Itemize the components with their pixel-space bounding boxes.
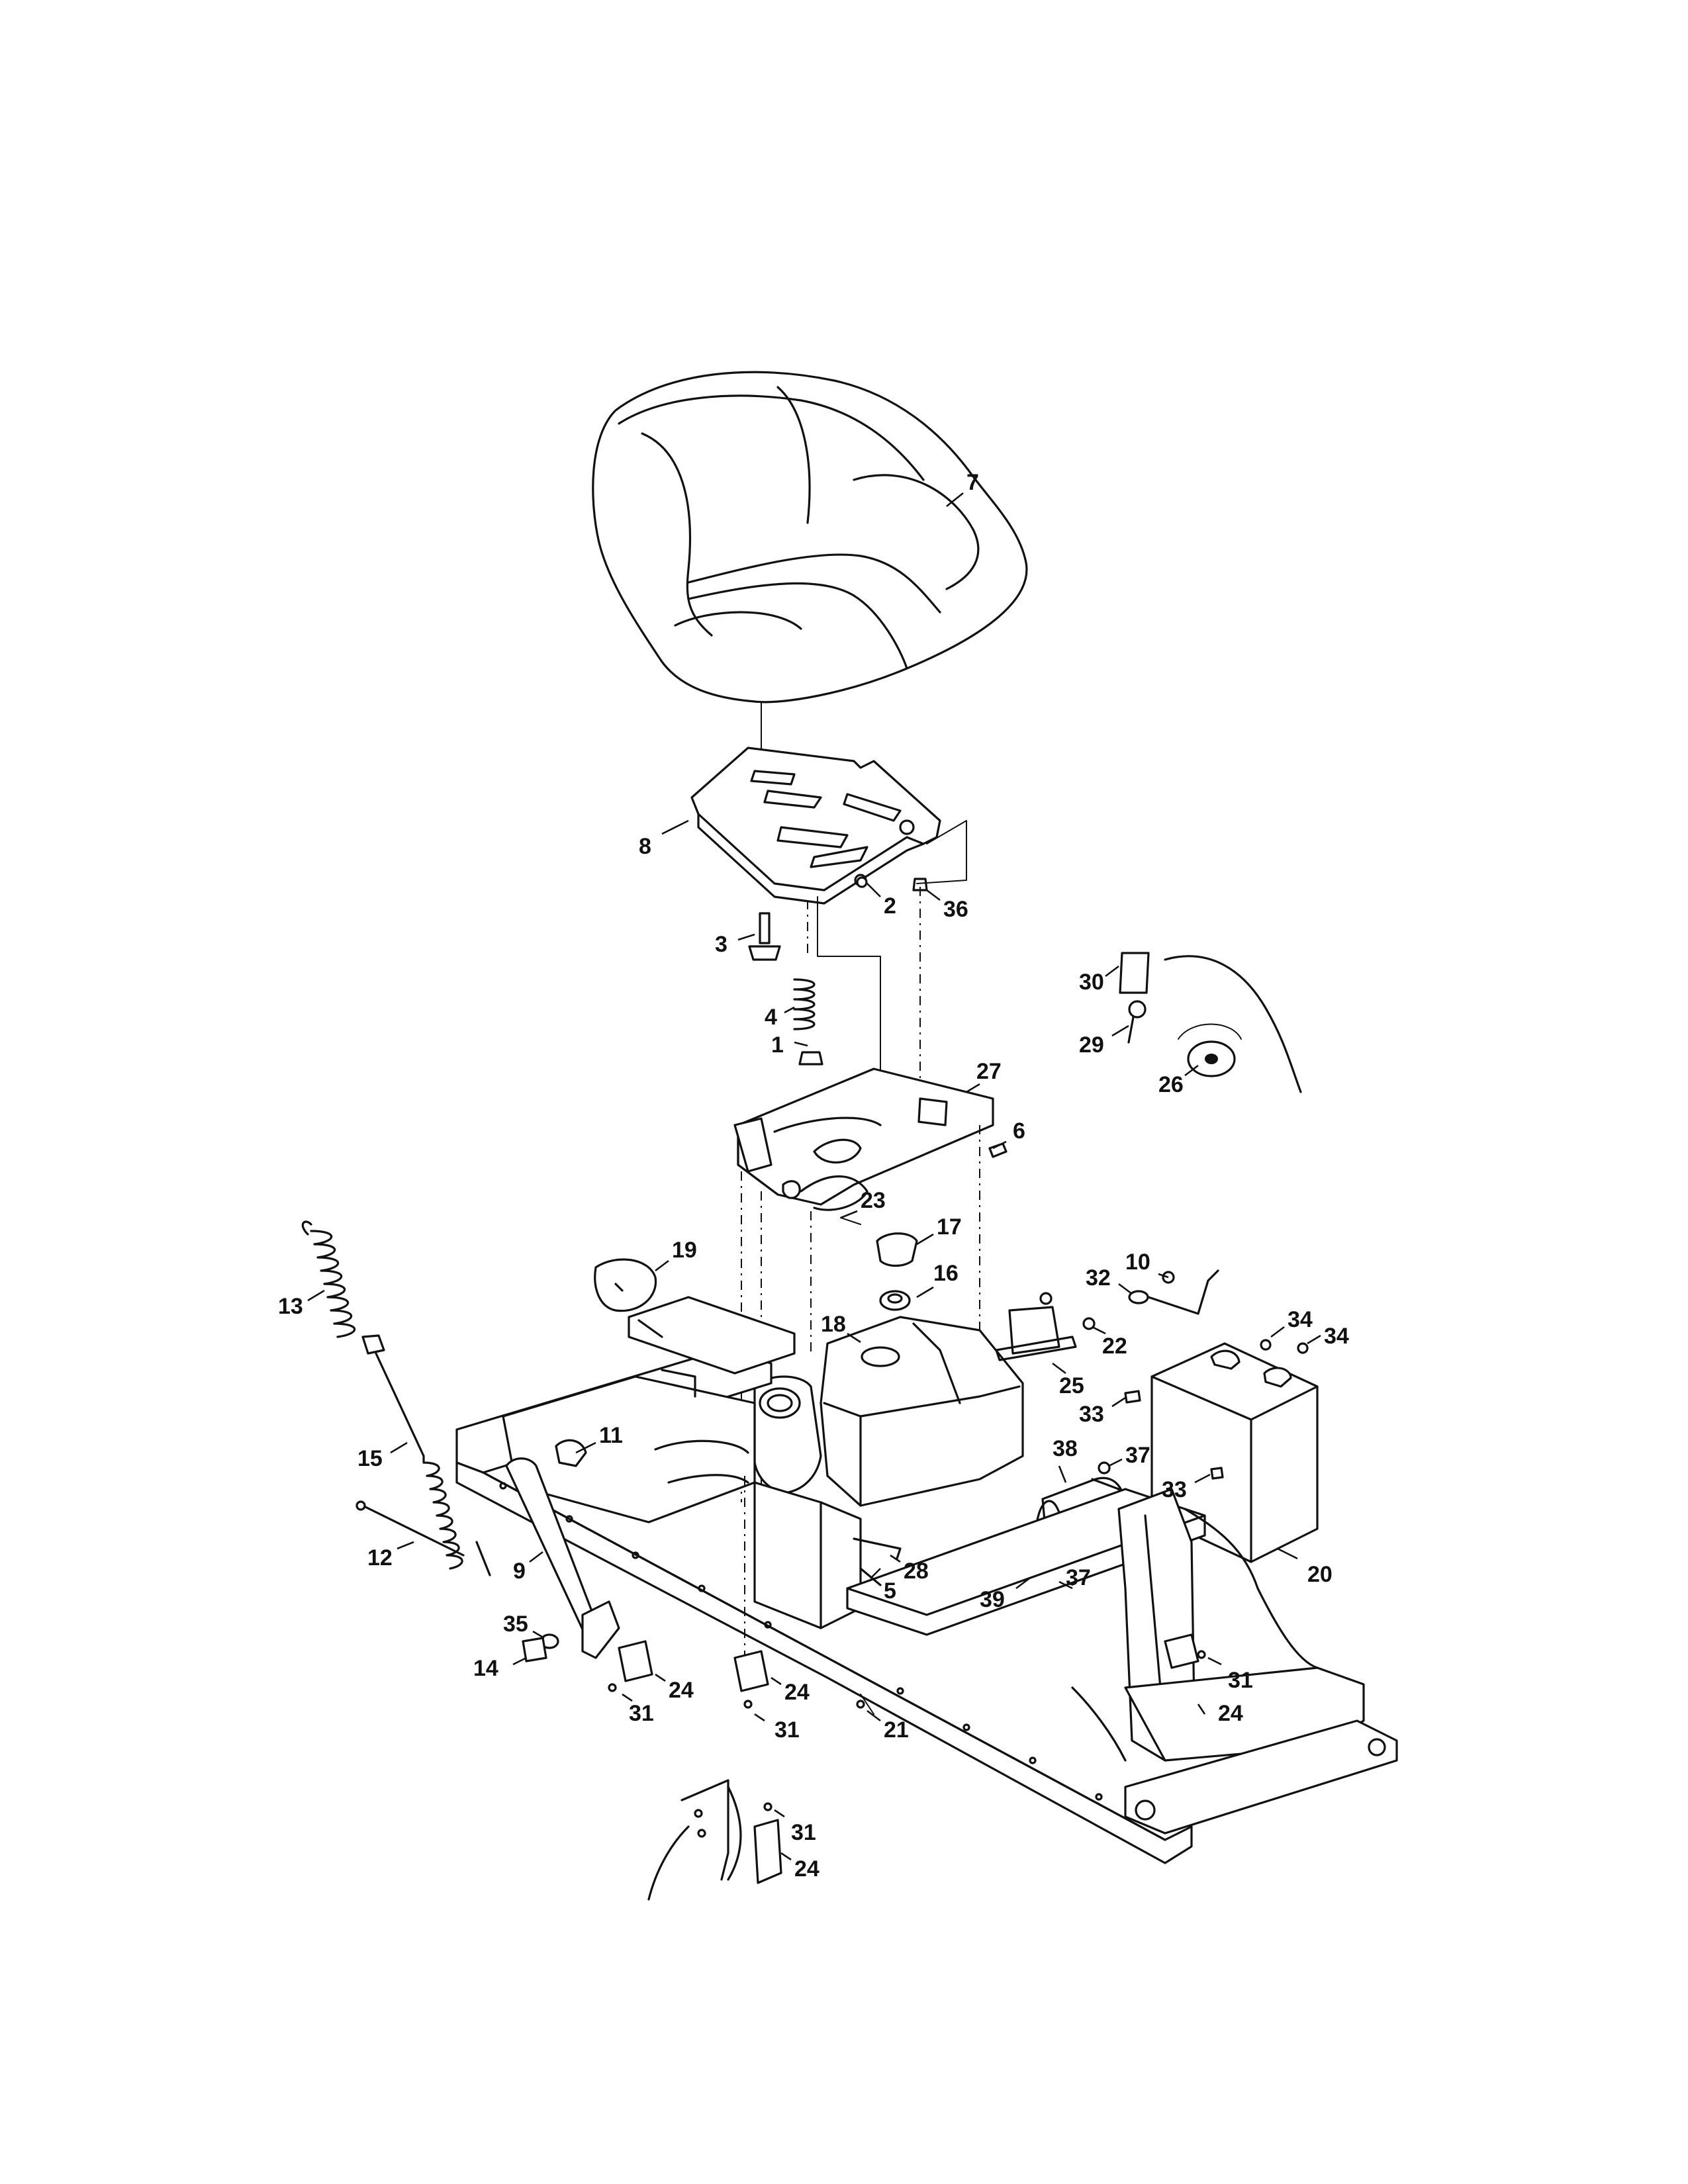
seat-pan [690,747,941,953]
callout-26: 26 [1158,1072,1184,1097]
callout-8: 8 [639,834,651,859]
inset-detail [647,1779,782,1901]
callout-35: 35 [503,1612,528,1637]
callout-16: 16 [933,1261,959,1286]
callout-1: 1 [771,1032,784,1058]
callout-5: 5 [884,1578,896,1604]
callout-28: 28 [904,1559,929,1584]
callout-24c: 24 [1218,1701,1243,1726]
callout-37a: 37 [1125,1443,1150,1468]
battery [1124,1339,1319,1563]
fuel-filler-neck [753,1375,822,1494]
callout-labels: 1 2 3 4 5 6 7 8 9 10 11 12 13 14 15 16 1 [278,470,1349,1882]
callout-33a: 33 [1079,1402,1104,1427]
callout-19: 19 [672,1238,697,1263]
callout-31d: 31 [791,1820,816,1845]
callout-39: 39 [980,1587,1005,1612]
callout-17: 17 [937,1214,962,1240]
callout-24d: 24 [794,1856,820,1882]
callout-13: 13 [278,1294,303,1319]
main-frame [455,1296,1398,1864]
brake-cable-assembly [301,1220,491,1576]
callout-3: 3 [715,932,727,957]
callout-34b: 34 [1324,1324,1349,1349]
callout-32: 32 [1086,1265,1111,1291]
callout-24a: 24 [669,1678,694,1703]
callout-25: 25 [1059,1373,1084,1398]
callout-29: 29 [1079,1032,1104,1058]
callout-11: 11 [599,1423,623,1448]
callout-2: 2 [884,893,896,919]
callout-22: 22 [1102,1334,1127,1359]
callout-31a: 31 [629,1701,654,1726]
callout-36: 36 [943,897,968,922]
callout-6: 6 [1013,1118,1025,1144]
callout-9: 9 [513,1559,526,1584]
callout-31b: 31 [774,1717,800,1743]
callout-4: 4 [765,1005,777,1030]
seat-support [733,1068,1008,1502]
seat [592,371,1028,752]
callout-18: 18 [821,1312,846,1337]
callout-14: 14 [473,1656,498,1681]
ignition-key [1119,952,1302,1093]
fuel-tank [820,1232,1024,1507]
callout-33b: 33 [1162,1477,1187,1502]
callout-37b: 37 [1066,1565,1091,1590]
switch-blocks [608,1476,1206,1715]
callout-24b: 24 [784,1680,810,1705]
callout-34a: 34 [1288,1307,1313,1332]
callout-23: 23 [861,1188,886,1213]
callout-27: 27 [976,1059,1002,1084]
callout-15: 15 [357,1446,383,1471]
callout-31c: 31 [1228,1668,1253,1693]
callout-7: 7 [966,470,979,495]
callout-21: 21 [884,1717,909,1743]
solenoid [995,1269,1219,1361]
hardware-upper [748,820,967,1118]
callout-20: 20 [1307,1562,1333,1587]
callout-10: 10 [1125,1250,1150,1275]
callout-30: 30 [1079,970,1104,995]
pedal-assembly [505,1258,663,1662]
callout-38: 38 [1053,1436,1078,1461]
callout-12: 12 [367,1545,393,1570]
